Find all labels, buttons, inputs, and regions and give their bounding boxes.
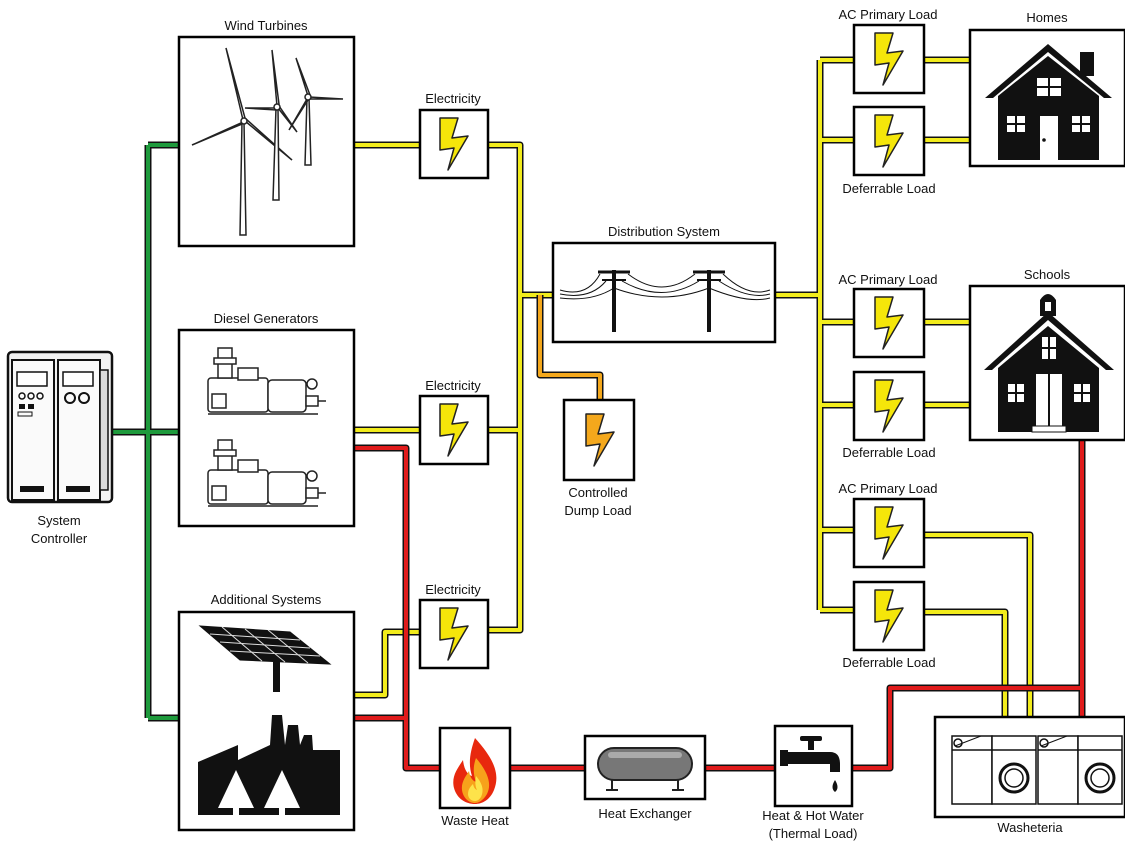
electricity-label-2: Electricity: [425, 378, 481, 393]
system-controller[interactable]: System Controller: [6, 350, 114, 546]
deferrable-load-label-2: Deferrable Load: [842, 445, 935, 460]
washing-machine-icon: [951, 735, 1123, 805]
washeteria-block[interactable]: Washeteria: [933, 715, 1125, 835]
factory-icon: [198, 715, 340, 816]
waste-heat-block[interactable]: Waste Heat: [438, 726, 512, 828]
schools-label: Schools: [1024, 267, 1071, 282]
distribution-system-label: Distribution System: [608, 224, 720, 239]
flame-icon: [453, 738, 497, 804]
ac-primary-load-label-3: AC Primary Load: [839, 481, 938, 496]
thermal-load-label-line2: (Thermal Load): [769, 826, 858, 841]
ac-primary-load-label-1: AC Primary Load: [839, 7, 938, 22]
controller-cabinet-icon: [6, 350, 114, 504]
dump-load-label-line2: Dump Load: [564, 503, 631, 518]
additional-systems-block[interactable]: Additional Systems: [177, 592, 356, 832]
electricity-label-3: Electricity: [425, 582, 481, 597]
homes-block[interactable]: Homes: [968, 10, 1125, 168]
waste-heat-label: Waste Heat: [441, 813, 509, 828]
distribution-system-block[interactable]: Distribution System: [551, 224, 777, 344]
electricity-box-1[interactable]: Electricity: [418, 91, 490, 180]
electricity-box-3[interactable]: Electricity: [418, 582, 490, 670]
ac-primary-load-2[interactable]: AC Primary Load: [839, 272, 938, 359]
system-controller-label-line1: System: [37, 513, 80, 528]
dump-load-label-line1: Controlled: [568, 485, 627, 500]
system-controller-label-line2: Controller: [31, 531, 88, 546]
wind-turbines-box: [177, 35, 356, 248]
ac-primary-load-label-2: AC Primary Load: [839, 272, 938, 287]
heat-exchanger-block[interactable]: Heat Exchanger: [583, 734, 707, 821]
thermal-load-block[interactable]: Heat & Hot Water (Thermal Load): [762, 724, 864, 841]
schools-block[interactable]: Schools: [968, 267, 1125, 442]
faucet-icon: [780, 736, 840, 792]
ac-primary-load-3[interactable]: AC Primary Load: [839, 481, 938, 569]
deferrable-load-2[interactable]: Deferrable Load: [842, 370, 936, 460]
deferrable-load-label-1: Deferrable Load: [842, 181, 935, 196]
deferrable-load-label-3: Deferrable Load: [842, 655, 935, 670]
tank-icon: [597, 747, 693, 791]
school-icon: [984, 294, 1114, 433]
red-heat-wires: [354, 440, 1086, 772]
wind-turbines-block[interactable]: Wind Turbines: [177, 18, 356, 248]
heat-exchanger-label: Heat Exchanger: [598, 806, 692, 821]
wind-turbine-icon: [191, 47, 344, 236]
diesel-generators-block[interactable]: Diesel Generators: [177, 311, 356, 528]
additional-systems-label: Additional Systems: [211, 592, 322, 607]
house-icon: [985, 44, 1112, 160]
orange-dump-wire: [536, 295, 604, 400]
electricity-label-1: Electricity: [425, 91, 481, 106]
electricity-box-2[interactable]: Electricity: [418, 378, 490, 466]
wind-turbines-label: Wind Turbines: [224, 18, 308, 33]
homes-label: Homes: [1026, 10, 1068, 25]
solar-panel-icon: [198, 625, 332, 692]
dump-load-block[interactable]: Controlled Dump Load: [562, 398, 636, 518]
ac-primary-load-1[interactable]: AC Primary Load: [839, 7, 938, 95]
washeteria-label: Washeteria: [997, 820, 1063, 835]
diesel-generator-icon: [207, 347, 326, 507]
deferrable-load-1[interactable]: Deferrable Load: [842, 105, 936, 196]
diesel-generators-label: Diesel Generators: [214, 311, 319, 326]
green-control-wires: [112, 141, 180, 722]
deferrable-load-3[interactable]: Deferrable Load: [842, 580, 936, 670]
power-line-icon: [559, 270, 771, 332]
thermal-load-label-line1: Heat & Hot Water: [762, 808, 864, 823]
